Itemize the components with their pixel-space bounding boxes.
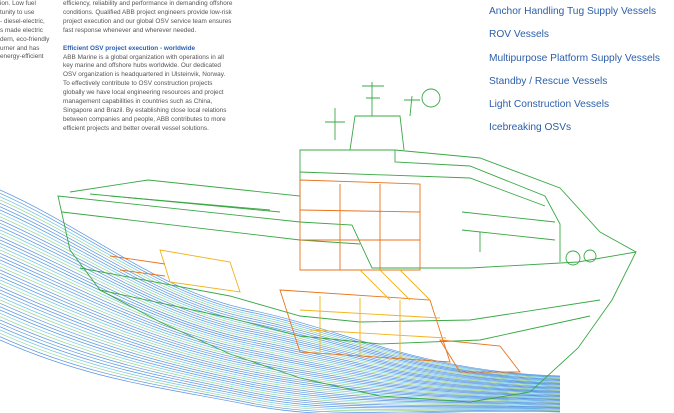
body-line: To effectively contribute to OSV constru… [63, 80, 213, 88]
wake-line [0, 316, 561, 407]
left-text-line: s made electric [0, 26, 43, 34]
wake-line [0, 272, 561, 397]
wake-line [0, 266, 561, 395]
wake-line [0, 339, 561, 413]
vessel-type-list: Anchor Handling Tug Supply Vessels ROV V… [489, 3, 674, 143]
wake-line [0, 252, 561, 392]
left-text-column: ion. Low fuel tunity to use - diesel-ele… [0, 0, 58, 62]
body-line: key marine and offshore hubs worldwide. … [63, 62, 221, 70]
section-heading: Efficient OSV project execution - worldw… [63, 44, 196, 52]
wake-line [0, 219, 561, 384]
left-text-line: tunity to use [0, 8, 35, 16]
wake-line [0, 232, 561, 387]
wake-line [0, 322, 561, 409]
wake-line [0, 206, 561, 381]
wake-line [0, 306, 561, 405]
wake-line [0, 296, 561, 402]
wake-line [0, 329, 561, 410]
wake-line [0, 196, 561, 378]
wake-line [0, 282, 561, 399]
vessel-type-item: Standby / Rescue Vessels [489, 75, 608, 87]
wake-line [0, 239, 561, 389]
intro-line: efficiency, reliability and performance … [63, 0, 233, 7]
left-text-line: - diesel-electric, [0, 17, 45, 25]
wake-line [0, 262, 561, 394]
intro-line: project execution and our global OSV ser… [63, 17, 232, 25]
body-line: globally we have local engineering resou… [63, 89, 224, 97]
wake-line [0, 336, 561, 413]
wake-line [0, 289, 561, 401]
wake-line [0, 276, 561, 398]
wake-line [0, 216, 561, 383]
wake-line [0, 249, 561, 391]
wake-line [0, 299, 561, 403]
vessel-type-item: Light Construction Vessels [489, 99, 610, 111]
wake-line [0, 229, 561, 386]
left-text-line: energy-efficient [0, 53, 44, 61]
vessel-type-item: ROV Vessels [489, 29, 550, 41]
wake-line [0, 189, 561, 377]
intro-line: fast response whenever and wherever need… [63, 26, 197, 34]
body-line: OSV organization is headquartered in Uls… [63, 71, 226, 79]
wake-line [0, 242, 561, 390]
left-text-line: urner and has [0, 44, 40, 52]
wake-line [0, 312, 561, 406]
ship-hull [57, 82, 637, 403]
wake-line [0, 332, 561, 412]
wake-line [0, 246, 561, 390]
body-line: efficient projects and better overall ve… [63, 124, 209, 132]
vessel-type-item: Anchor Handling Tug Supply Vessels [489, 6, 657, 17]
wake-line [0, 286, 561, 400]
left-text-line: ion. Low fuel [0, 0, 36, 7]
wake-line [0, 236, 561, 388]
wake-line [0, 256, 561, 393]
wake-line [0, 192, 561, 378]
wake-line [0, 326, 561, 410]
body-line: management capabilities in countries suc… [63, 98, 213, 106]
body-line: ABB Marine is a global organization with… [63, 53, 224, 61]
intro-line: conditions. Qualified ABB project engine… [63, 8, 232, 16]
wake-line [0, 212, 561, 382]
wake-line [0, 319, 561, 408]
wake-line [0, 199, 561, 379]
wake-line [0, 279, 561, 398]
body-line: between companies and people, ABB contri… [63, 115, 226, 123]
vessel-type-item: Multipurpose Platform Supply Vessels [489, 52, 661, 64]
middle-text-column: efficiency, reliability and performance … [63, 0, 268, 134]
left-text-line: dern, eco-friendly [0, 35, 50, 43]
wake-line [0, 309, 561, 406]
wake-line [0, 222, 561, 385]
body-line: Singapore and Brazil. By establishing cl… [63, 106, 227, 114]
wake-lines [0, 189, 561, 413]
wake-line [0, 292, 561, 402]
wake-line [0, 202, 561, 380]
wake-line [0, 259, 561, 394]
vessel-type-item: Icebreaking OSVs [489, 122, 572, 134]
